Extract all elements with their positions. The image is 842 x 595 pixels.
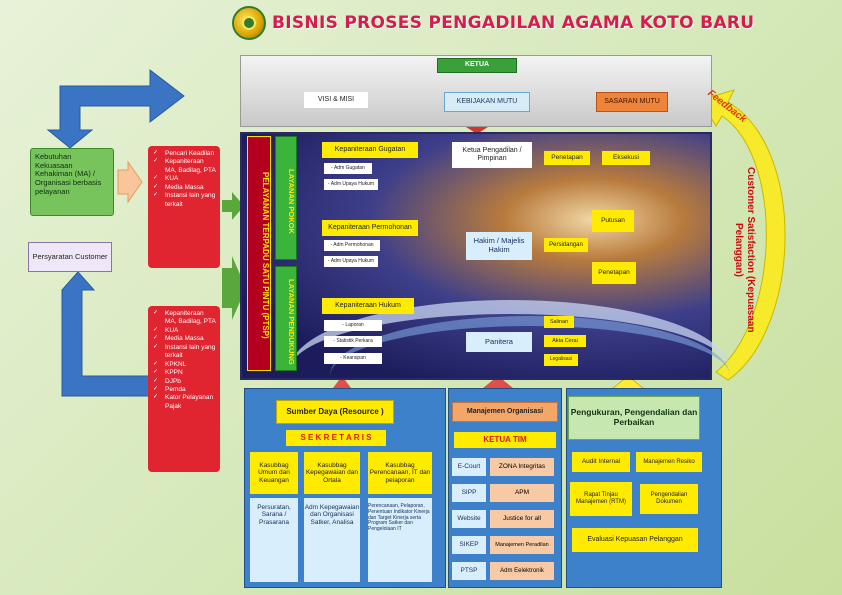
kepaniteraan-permohonan: Kepaniteraan Permohonan bbox=[322, 220, 418, 236]
layanan-pendukung-bar: LAYANAN PENDUKUNG bbox=[275, 266, 297, 371]
sasaran-mutu-box: SASARAN MUTU bbox=[596, 92, 668, 112]
list-item: Kepaniteraan MA, Badilag, PTA bbox=[153, 310, 216, 327]
court-logo bbox=[232, 6, 266, 40]
layanan-pokok-bar: LAYANAN POKOK bbox=[275, 136, 297, 260]
list-item: DJPb bbox=[153, 378, 216, 386]
pengendalian-dokumen-box: Pengendalian Dokumen bbox=[640, 484, 698, 514]
resource-title: Sumber Daya (Resource ) bbox=[276, 400, 394, 424]
kepaniteraan-hukum: Kepaniteraan Hukum bbox=[322, 298, 414, 314]
adm-upaya-hukum-2: - Adm Upaya Hukum bbox=[324, 256, 378, 267]
putusan-box: Putusan bbox=[592, 210, 634, 232]
penetapan-bottom: Penetapan bbox=[592, 262, 636, 284]
adm-elektronik-box: Adm Eelektronik bbox=[490, 562, 554, 580]
visi-misi-box: VISI & MISI bbox=[304, 92, 368, 108]
website-box: Website bbox=[452, 510, 486, 528]
panitera-box: Panitera bbox=[466, 332, 532, 352]
kearsipan: - Kearsipan bbox=[324, 353, 382, 364]
persidangan-box: Persidangan bbox=[544, 238, 588, 252]
list-item: Kator Pelayanan Pajak bbox=[153, 394, 216, 411]
customer-satisfaction-label: Customer Satisfaction (Kepuasaan Pelangg… bbox=[733, 167, 756, 333]
salinan-box: Salinan bbox=[544, 316, 574, 328]
apm-box: APM bbox=[490, 484, 554, 502]
ptsp-box: PTSP bbox=[452, 562, 486, 580]
penetapan-top: Penetapan bbox=[544, 151, 590, 165]
umum-duties: Persuratan, Sarana / Prasarana bbox=[250, 498, 298, 582]
zona-integritas-box: ZONA Integritas bbox=[490, 458, 554, 476]
layanan-pendukung-label: LAYANAN PENDUKUNG bbox=[287, 278, 296, 365]
ketua-pengadilan-box: Ketua Pengadilan / Pimpinan bbox=[452, 142, 532, 168]
blue-arrow-top bbox=[46, 68, 185, 149]
page-title: BISNIS PROSES PENGADILAN AGAMA KOTO BARU bbox=[272, 13, 755, 33]
sekretaris-box: S E K R E T A R I S bbox=[286, 430, 386, 446]
list-item: KPKNL bbox=[153, 361, 216, 369]
list-item: Media Massa bbox=[153, 184, 216, 192]
list-item: Media Massa bbox=[153, 335, 216, 343]
audit-internal-box: Audit Internal bbox=[572, 452, 630, 472]
hakim-box: Hakim / Majelis Hakim bbox=[466, 232, 532, 260]
list-item: Instansi lain yang terkait bbox=[153, 192, 216, 209]
ketua-tim-box: KETUA TIM bbox=[454, 432, 556, 448]
manajemen-title: Manajemen Organisasi bbox=[452, 402, 558, 422]
decor-curve bbox=[330, 316, 730, 436]
kasubbag-perencanaan: Kasubbag Perencanaan, IT dan pelaporan bbox=[368, 452, 432, 494]
akta-cerai-box: Akta Cerai bbox=[544, 335, 586, 347]
kasubbag-kepegawaian: Kasubbag Kepegawaian dan Ortala bbox=[304, 452, 360, 494]
ptsp-bar: PELAYANAN TERPADU SATU PINTU (PTSP) bbox=[247, 136, 271, 371]
list-item: KUA bbox=[153, 327, 216, 335]
perencanaan-duties: Perencanaan, Pelaporan, Penentuan Indika… bbox=[368, 498, 432, 582]
manajemen-peradilan-box: Manajemen Peradilan bbox=[490, 536, 554, 554]
kepaniteraan-gugatan: Kepaniteraan Gugatan bbox=[322, 142, 418, 158]
sikep-box: SIKEP bbox=[452, 536, 486, 554]
customer-list-2: Kepaniteraan MA, Badilag, PTA KUA Media … bbox=[148, 306, 220, 472]
manajemen-resiko-box: Manajemen Resiko bbox=[636, 452, 702, 472]
pengukuran-title: Pengukuran, Pengendalian dan Perbaikan bbox=[568, 396, 700, 440]
adm-upaya-hukum-1: - Adm Upaya Hukum bbox=[324, 179, 378, 190]
persyaratan-customer-box: Persyaratan Customer bbox=[28, 242, 112, 272]
list-item: KUA bbox=[153, 175, 216, 183]
list-item: Instansi lain yang terkait bbox=[153, 344, 216, 361]
adm-permohonan: - Adm Permohonan bbox=[324, 240, 380, 251]
rtm-box: Rapat Tinjau Manajemen (RTM) bbox=[570, 482, 632, 516]
evaluasi-box: Evaluasi Kepuasan Pelanggan bbox=[572, 528, 698, 552]
customer-list-1: Pencari Keadilan Kepaniteraan MA, Badila… bbox=[148, 146, 220, 268]
statistik-perkara: - Statistik Perkara bbox=[324, 336, 382, 347]
e-court-box: E-Court bbox=[452, 458, 486, 476]
kasubbag-umum: Kasubbag Umum dan Keuangan bbox=[250, 452, 298, 494]
ptsp-label: PELAYANAN TERPADU SATU PINTU (PTSP) bbox=[261, 171, 270, 339]
legalisasi-box: Legalisasi bbox=[544, 354, 578, 366]
kebijakan-mutu-box: KEBIJAKAN MUTU bbox=[444, 92, 530, 112]
kepegawaian-duties: Adm Kepegawaian dan Organisasi Satker, A… bbox=[304, 498, 360, 582]
ketua-box: KETUA bbox=[437, 58, 517, 73]
justice-for-all-box: Justice for all bbox=[490, 510, 554, 528]
eksekusi-box: Eksekusi bbox=[602, 151, 650, 165]
kebutuhan-box: Kebutuhan Kekuasaan Kehakiman (MA) / Org… bbox=[30, 148, 114, 216]
layanan-pokok-label: LAYANAN POKOK bbox=[287, 168, 296, 234]
list-item: Pencari Keadilan bbox=[153, 150, 216, 158]
sipp-box: SIPP bbox=[452, 484, 486, 502]
adm-gugatan: - Adm Gugatan bbox=[324, 163, 372, 174]
list-item: KPPN bbox=[153, 369, 216, 377]
peach-arrow bbox=[117, 160, 143, 204]
list-item: Pemda bbox=[153, 386, 216, 394]
list-item: Kepaniteraan MA, Badilag, PTA bbox=[153, 158, 216, 175]
laporan: - Laporan bbox=[324, 320, 382, 331]
